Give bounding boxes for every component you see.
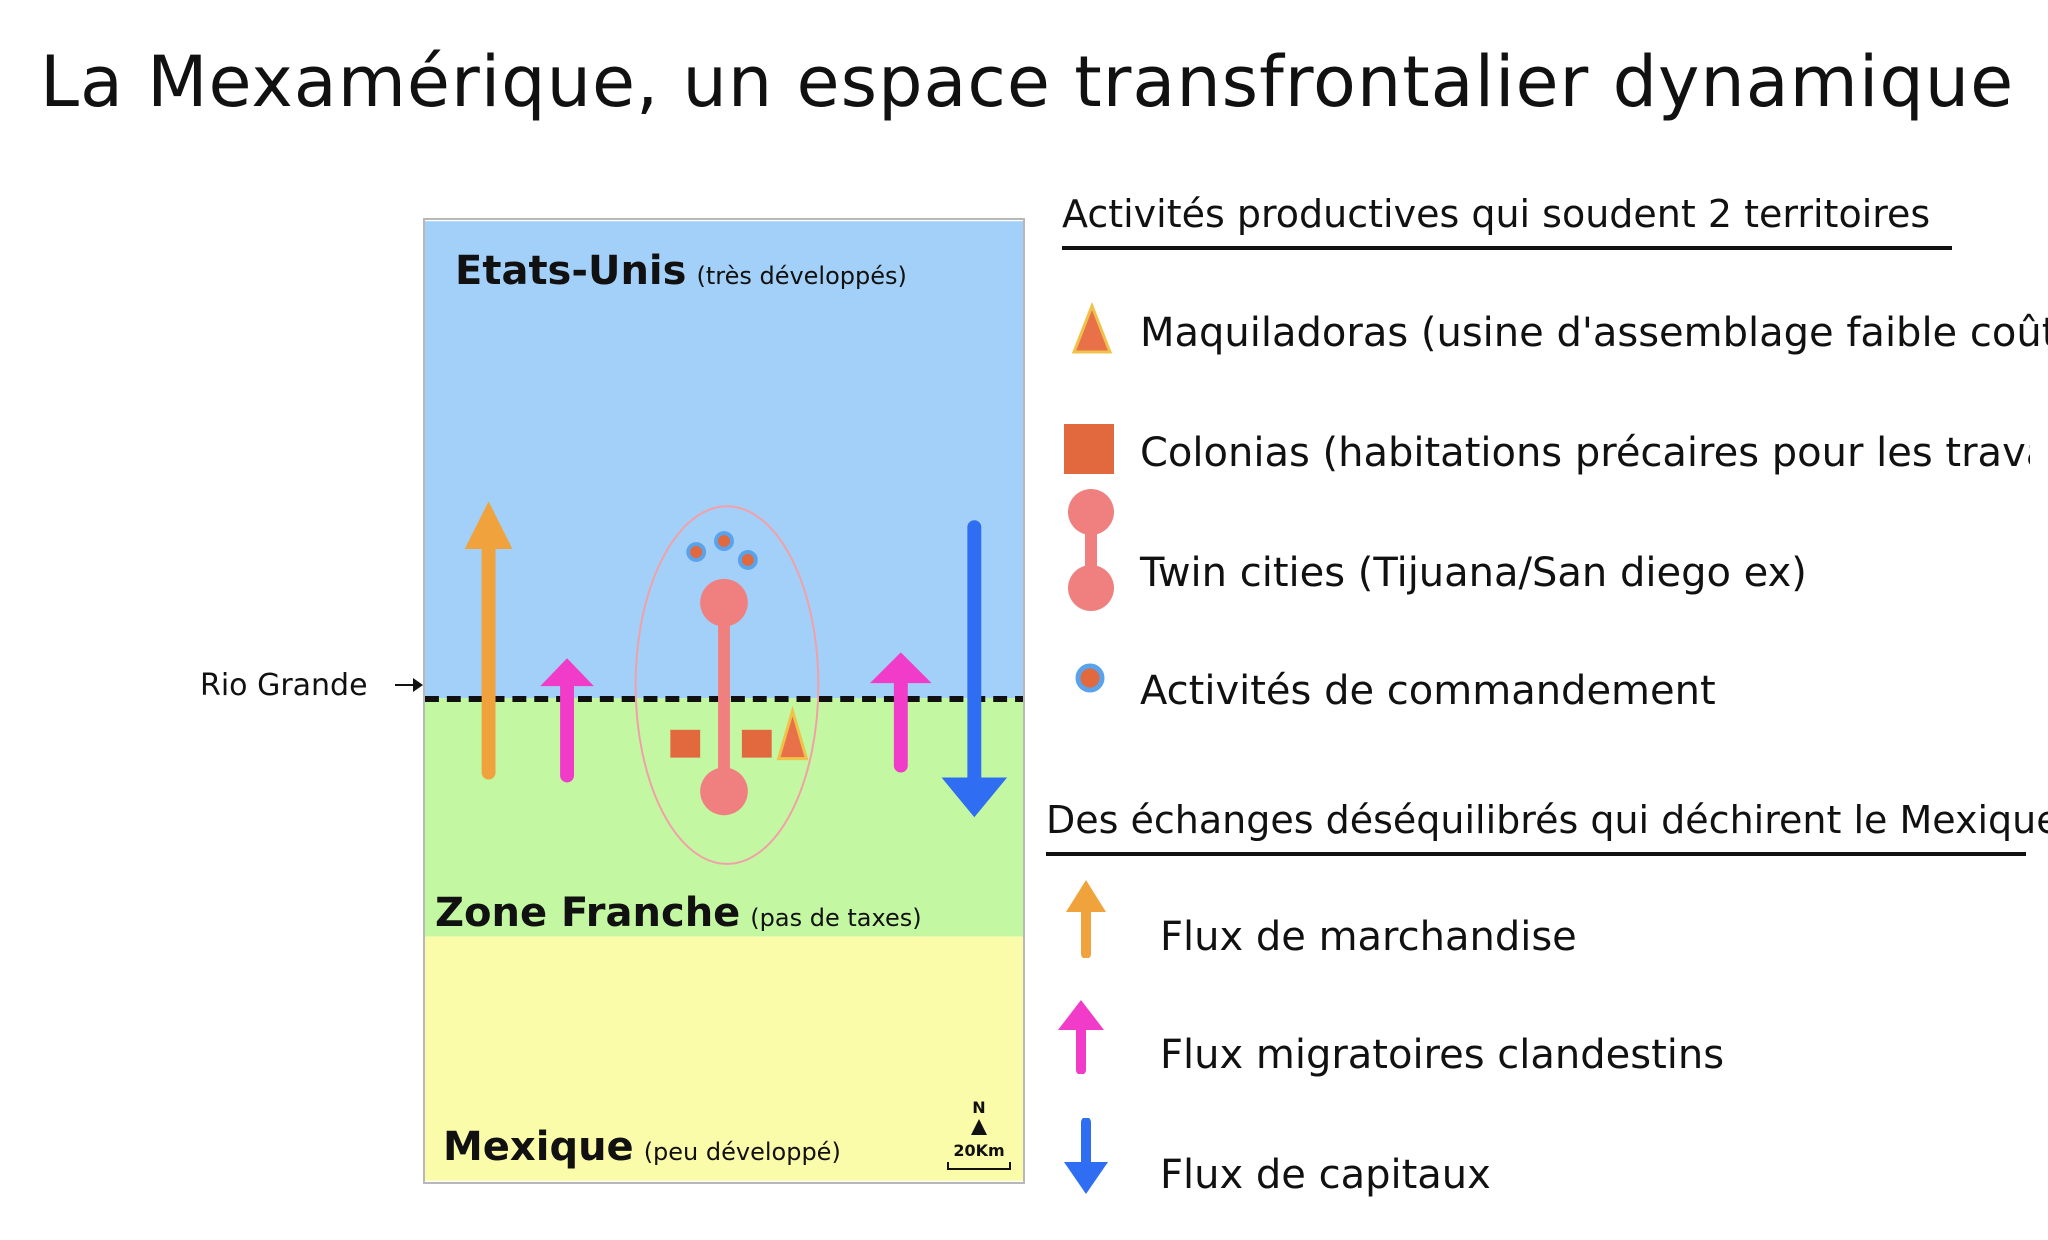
legend-item-maquiladoras: Maquiladoras (usine d'assemblage faible … [1140,310,2048,356]
legend-heading-productive: Activités productives qui soudent 2 terr… [1062,192,1952,250]
migration-flow-icon [1056,998,1106,1078]
command-dots [686,531,758,570]
maquiladora-triangle [776,705,809,761]
north-label: N [972,1098,986,1117]
capital-flow-arrow [941,520,1008,818]
legend-item-colonias: Colonias (habitations précaires pour les… [1140,430,2030,476]
legend-heading-exchanges: Des échanges déséquilibrés qui déchirent… [1046,798,2048,856]
river-label: Rio Grande [200,668,368,703]
migration-flow-arrow-left [540,658,594,783]
scale-label: 20Km [953,1141,1005,1160]
triangle-icon [1070,300,1114,360]
free-zone-label: Zone Franche(pas de taxes) [435,890,922,936]
north-arrow-icon [971,1119,987,1135]
legend-item-twin-cities: Twin cities (Tijuana/San diego ex) [1140,550,1807,596]
legend-item-command: Activités de commandement [1140,668,1716,714]
river-pointer-icon [395,678,423,692]
legend-item-migration: Flux migratoires clandestins [1160,1032,1725,1078]
map-scale: N 20Km [947,1099,1011,1170]
page-title: La Mexamérique, un espace transfrontalie… [40,41,2015,123]
command-dot-icon [1072,660,1108,700]
twin-cities-icon [1066,488,1116,616]
usa-zone-label: Etats-Unis(très développés) [455,248,907,294]
mexamerique-map: Etats-Unis(très développés) Zone Franche… [423,218,1025,1184]
legend-item-capital: Flux de capitaux [1160,1152,1491,1198]
map-drawing [425,221,1023,1181]
twin-cities-symbol [700,578,748,816]
goods-flow-arrow [464,501,513,780]
migration-flow-arrow-right [870,652,932,773]
goods-flow-icon [1064,878,1108,962]
scale-bar [947,1162,1011,1170]
legend-item-goods: Flux de marchandise [1160,914,1577,960]
square-icon [1064,424,1114,474]
colonia-square [670,729,701,758]
colonia-square [741,729,772,758]
mexico-zone-label: Mexique(peu développé) [443,1124,841,1170]
twin-cities-area [634,505,820,865]
mexico-zone [425,936,1023,1181]
down-arrow-icon [1062,1117,1110,1200]
